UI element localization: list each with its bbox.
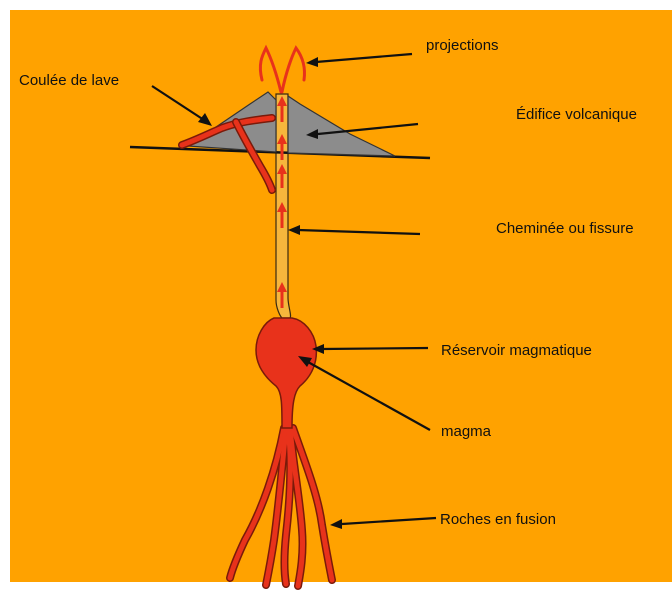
label-projections: projections <box>426 38 499 53</box>
projections <box>260 48 304 92</box>
arrow-conduit-icon <box>288 225 420 235</box>
label-edifice: Édifice volcanique <box>516 107 637 122</box>
arrow-projections-icon <box>306 54 412 67</box>
magma-reservoir <box>256 318 316 428</box>
arrow-reservoir-icon <box>312 344 428 354</box>
volcanic-cone-right <box>288 96 395 156</box>
arrow-molten-rocks-icon <box>330 518 436 529</box>
label-reservoir: Réservoir magmatique <box>441 343 592 358</box>
arrow-lava-flow-icon <box>152 86 212 126</box>
label-conduit: Cheminée ou fissure <box>496 221 634 236</box>
label-lava-flow: Coulée de lave <box>19 73 119 88</box>
label-magma: magma <box>441 424 491 439</box>
label-molten-rocks: Roches en fusion <box>440 512 556 527</box>
molten-rocks <box>230 428 332 586</box>
arrow-magma-icon <box>298 356 430 430</box>
